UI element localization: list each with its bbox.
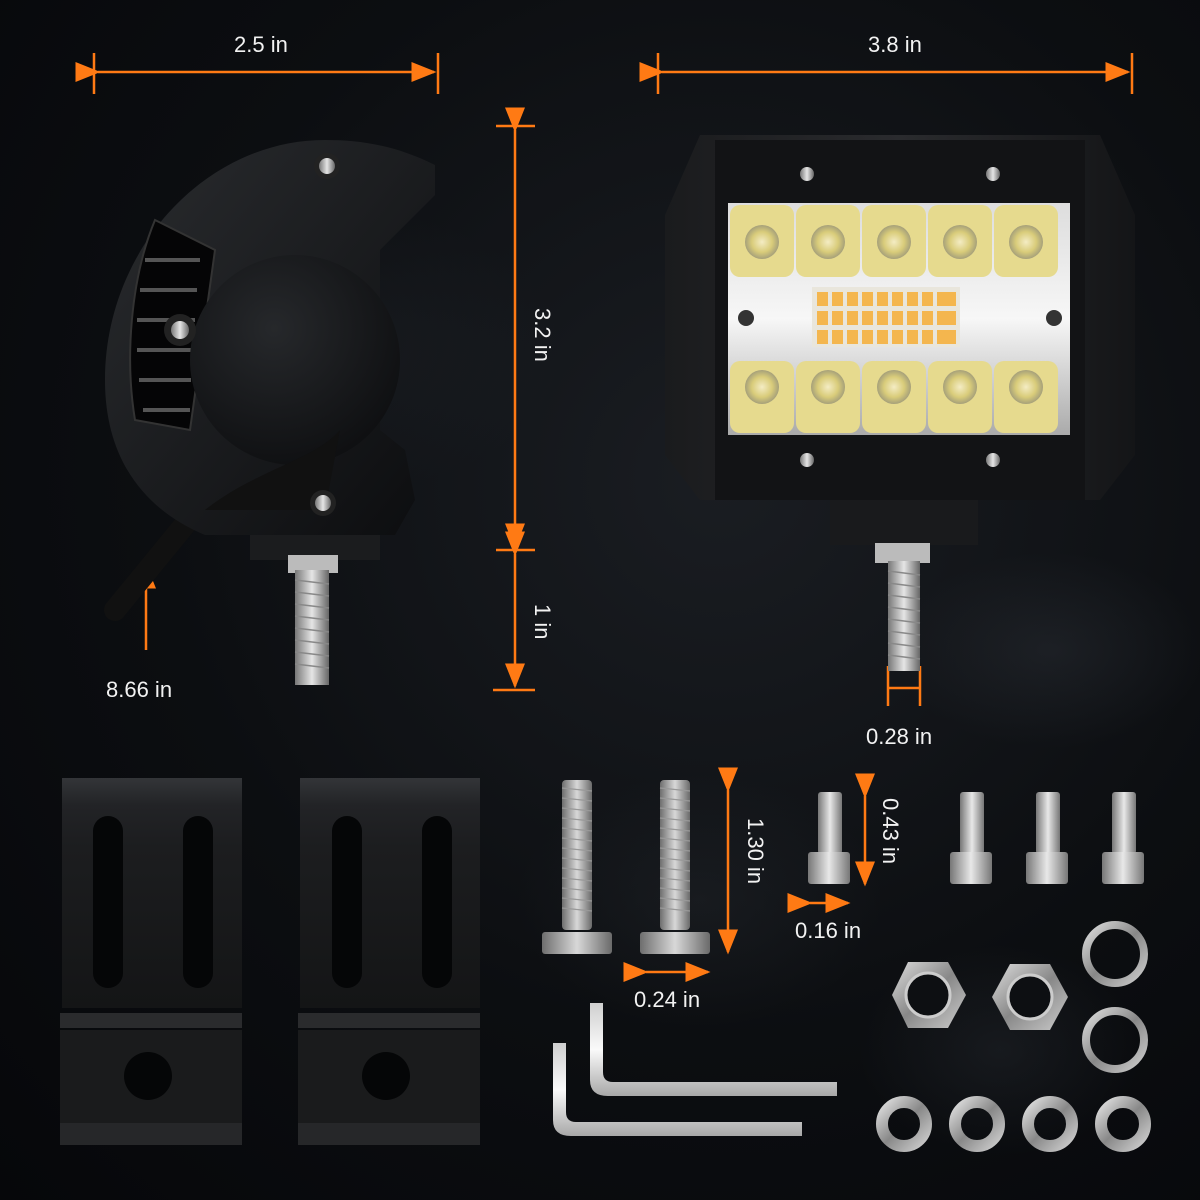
led-top-row <box>730 205 1058 277</box>
bracket-1 <box>60 778 242 1145</box>
front-width-label: 3.8 in <box>868 32 922 57</box>
side-width-label: 2.5 in <box>234 32 288 57</box>
bracket-height-label: 1 in <box>530 604 555 640</box>
nuts-and-washers <box>876 921 1151 1152</box>
spring-washers <box>1082 921 1148 1073</box>
light-side-view <box>104 140 435 685</box>
flat-washers <box>876 1096 1151 1152</box>
light-front-view <box>665 135 1135 671</box>
allen-keys <box>553 1003 837 1136</box>
short-socket-screws <box>808 792 1144 884</box>
smd-led-grid <box>817 292 956 344</box>
long-screw-head-label: 0.24 in <box>634 987 701 1012</box>
bracket-2 <box>298 778 480 1145</box>
cable-length-label: 8.66 in <box>106 677 173 702</box>
long-hex-bolts <box>542 780 710 954</box>
led-bottom-row <box>730 361 1058 433</box>
height-label: 3.2 in <box>530 308 555 362</box>
hex-nuts <box>892 962 1068 1030</box>
long-screw-length-label: 1.30 in <box>743 818 768 885</box>
bolt-diameter-label: 0.28 in <box>866 724 933 749</box>
short-screw-diameter-label: 0.16 in <box>795 918 862 943</box>
mounting-brackets <box>60 778 480 1145</box>
short-screw-length-label: 0.43 in <box>878 798 903 865</box>
